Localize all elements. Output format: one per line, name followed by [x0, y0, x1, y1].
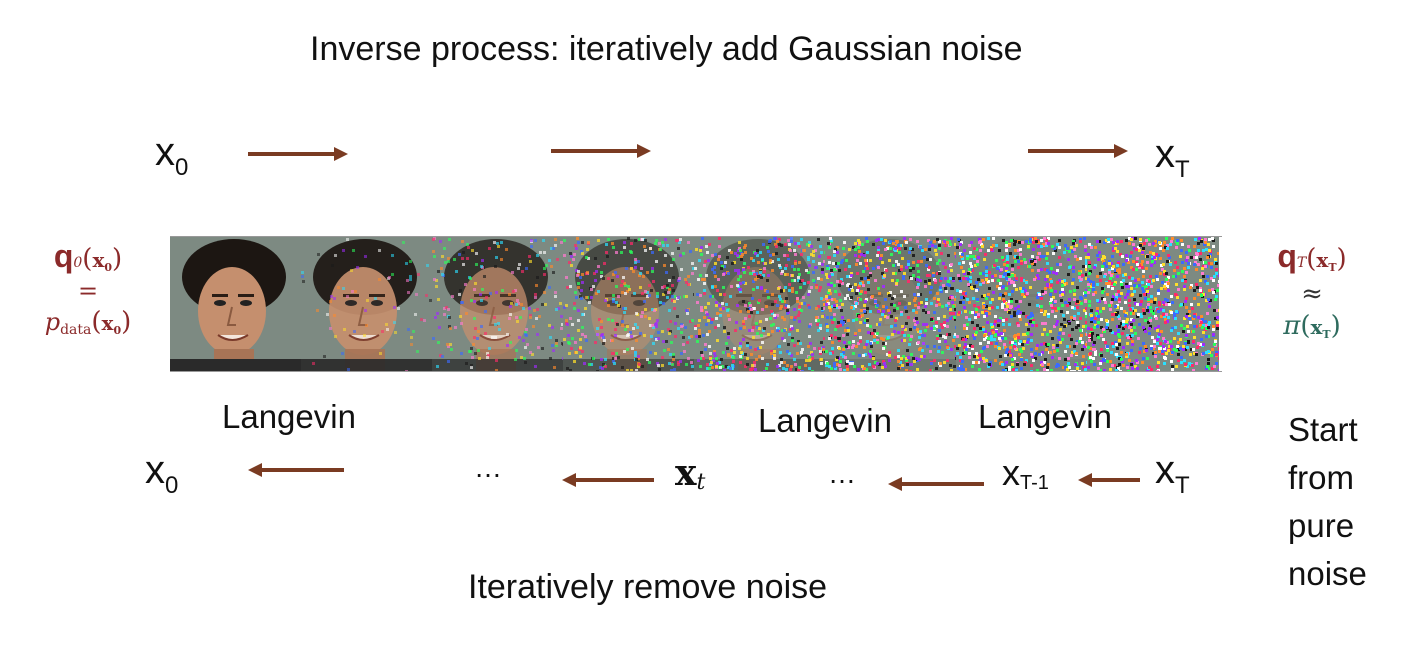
start-from-noise-text: Start from pure noise	[1288, 406, 1367, 598]
top-arrow-2	[551, 141, 653, 161]
pure-word: pure	[1288, 507, 1355, 544]
bottom-arrow-4	[1078, 470, 1142, 490]
ellipsis-2: …	[828, 458, 858, 489]
face-image-7	[1087, 237, 1219, 371]
langevin-label-3: Langevin	[978, 398, 1112, 435]
pdata-expression: pdata(x0)	[44, 307, 132, 339]
face-image-0	[170, 237, 302, 371]
bottom-x0-label: x0	[145, 448, 179, 499]
diagram-title: Inverse process: iteratively add Gaussia…	[310, 30, 1023, 68]
q0-expression: q0(x0)	[53, 238, 123, 275]
left-formula: q0(x0) = pdata(x0)	[28, 238, 148, 338]
bottom-caption: Iteratively remove noise	[468, 568, 828, 606]
top-xT-label: xT	[1155, 132, 1190, 183]
bottom-xt-label: xt	[675, 452, 706, 496]
approx-sign: ≈	[1301, 279, 1323, 309]
ellipsis-1: …	[474, 452, 504, 483]
langevin-label-1: Langevin	[222, 398, 356, 435]
noise-frame-3	[563, 237, 695, 371]
noise-word: noise	[1288, 555, 1367, 592]
noise-image-strip	[170, 236, 1222, 372]
face-image-5	[825, 237, 957, 371]
bottom-xT1-label: xT-1	[1002, 452, 1049, 495]
face-image-6	[956, 237, 1088, 371]
noise-frame-2	[432, 237, 564, 371]
langevin-label-2: Langevin	[758, 402, 892, 439]
face-image-1	[301, 237, 433, 371]
face-image-4	[694, 237, 826, 371]
noise-frame-6	[956, 237, 1088, 371]
from-word: from	[1288, 459, 1354, 496]
equals-sign: =	[77, 277, 99, 305]
noise-frame-5	[825, 237, 957, 371]
noise-frame-0	[170, 237, 302, 371]
bottom-arrow-1	[248, 460, 346, 480]
bottom-arrow-2	[562, 470, 656, 490]
top-x0-label: x0	[155, 130, 189, 181]
right-formula: qT(xT) ≈ π(xT)	[1252, 238, 1372, 341]
noise-frame-1	[301, 237, 433, 371]
pi-expression: π(xT)	[1283, 311, 1341, 342]
top-arrow-1	[248, 144, 350, 164]
start-word: Start	[1288, 411, 1358, 448]
top-arrow-3	[1028, 141, 1130, 161]
qT-expression: qT(xT)	[1277, 238, 1347, 275]
face-image-2	[432, 237, 564, 371]
noise-frame-7	[1087, 237, 1219, 371]
face-image-3	[563, 237, 695, 371]
bottom-xT-label: xT	[1155, 448, 1190, 499]
noise-frame-4	[694, 237, 826, 371]
bottom-arrow-3	[888, 474, 986, 494]
